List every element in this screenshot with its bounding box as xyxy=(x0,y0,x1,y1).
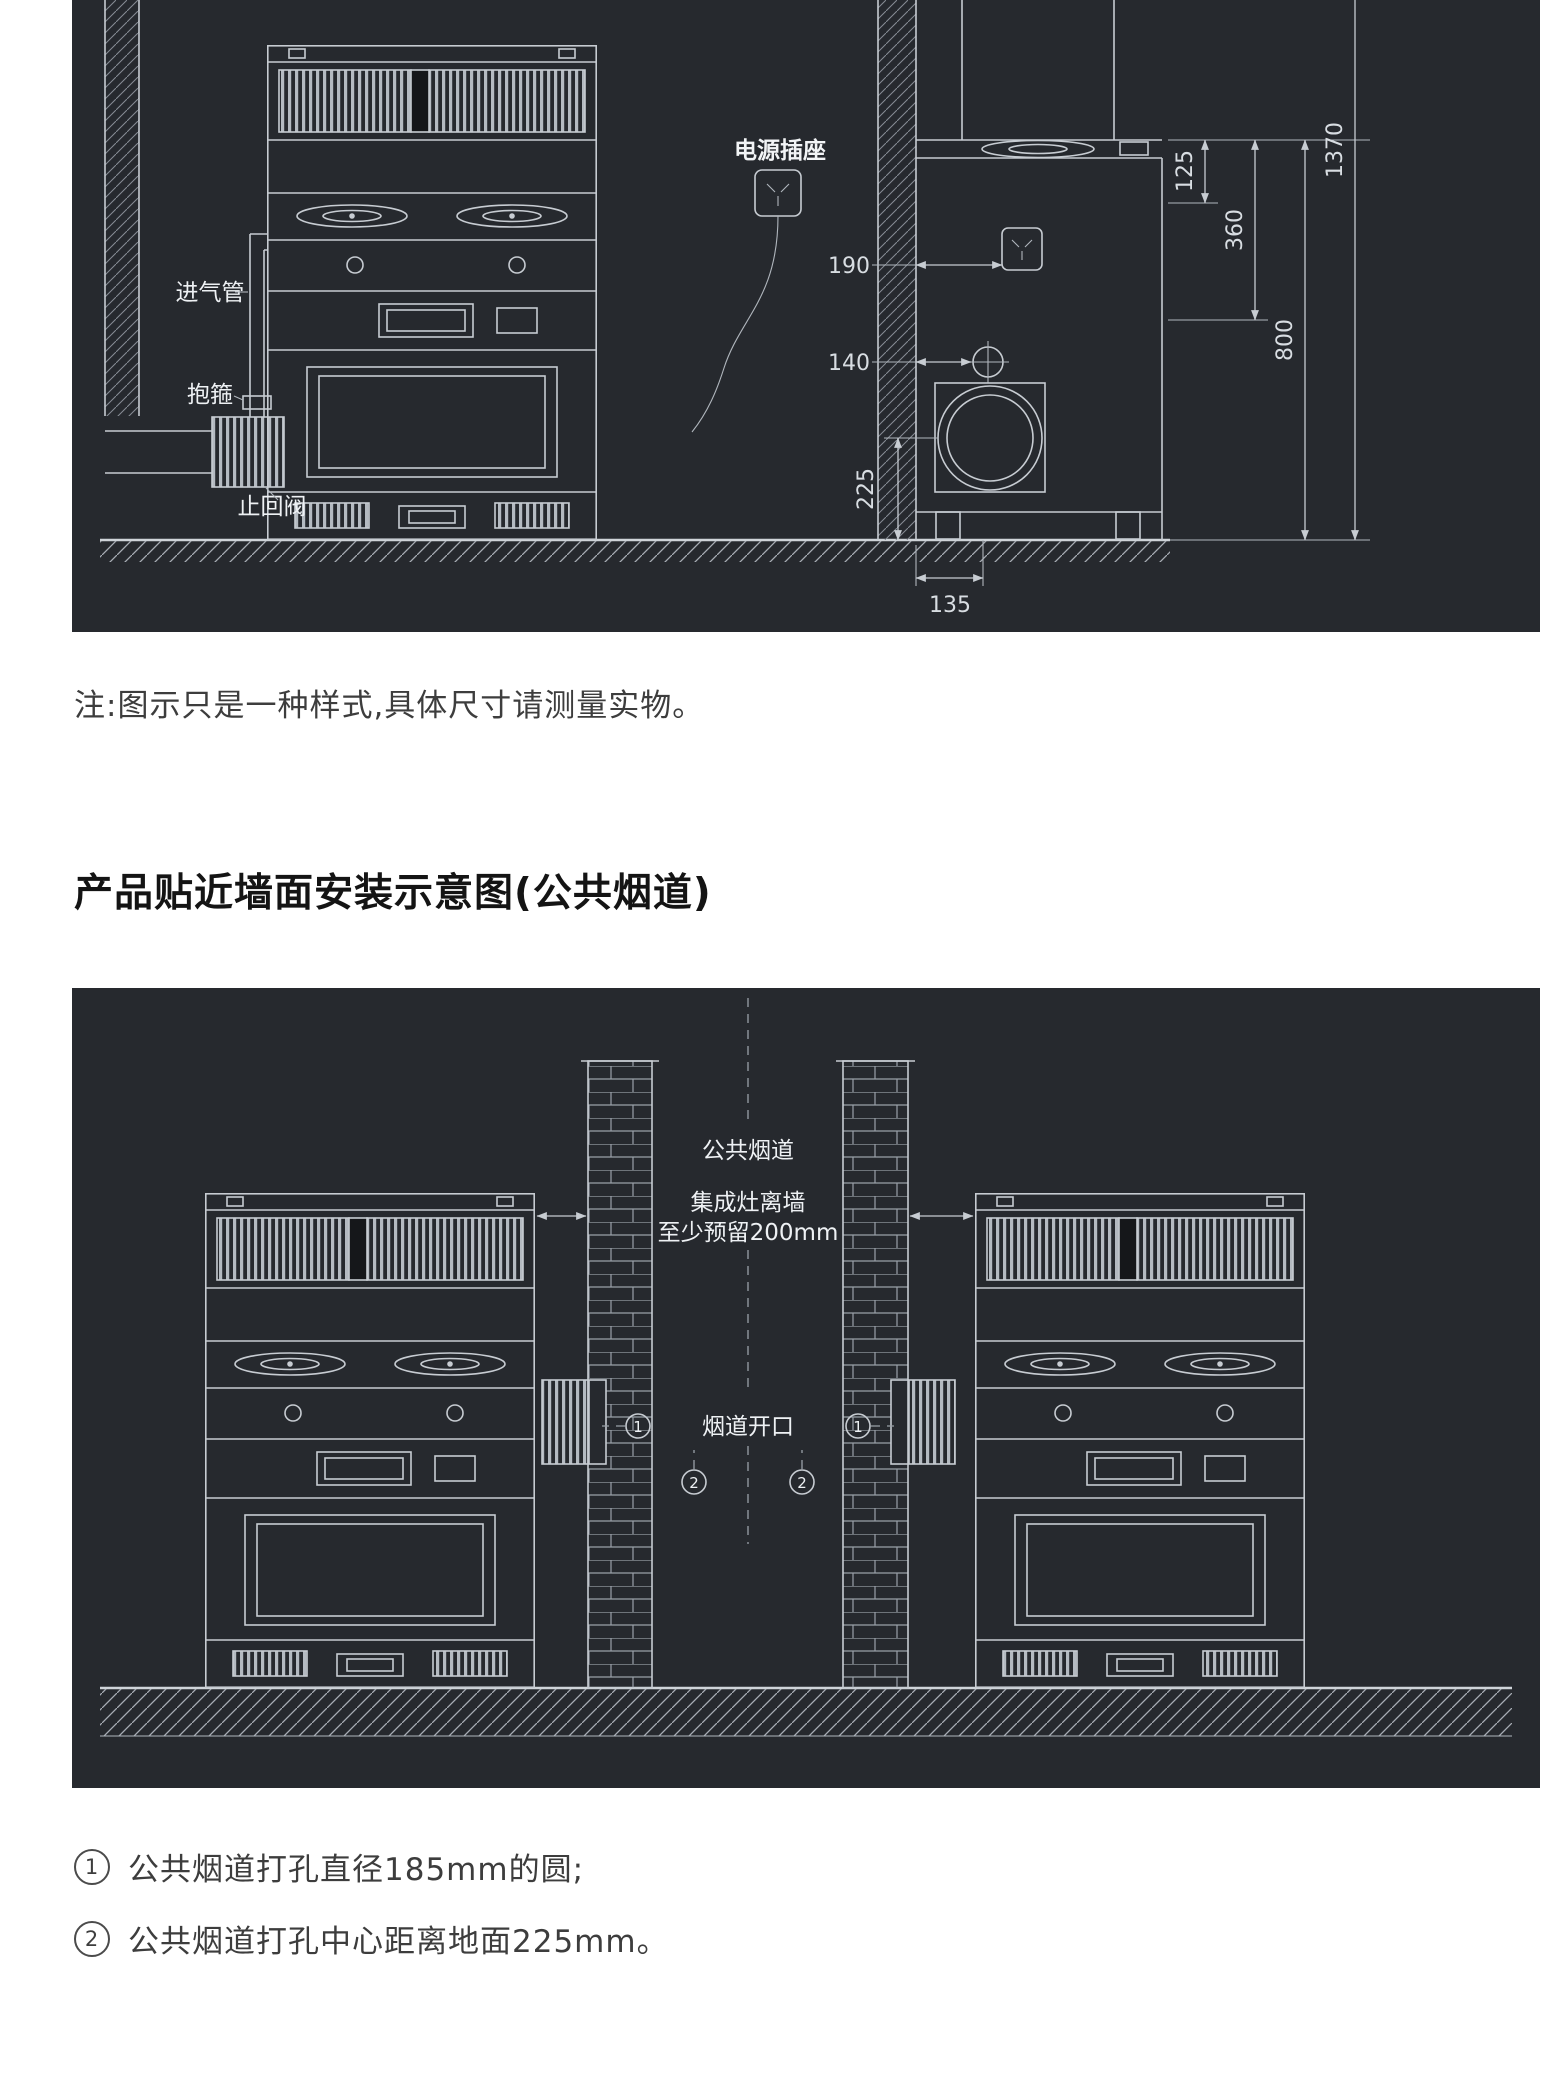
shared-flue-drawing: 公共烟道 集成灶离墙 至少预留200mm 烟道开口 1 1 2 2 xyxy=(100,998,1512,1737)
marker-2-left-number: 2 xyxy=(689,1474,699,1492)
note-text: 注:图示只是一种样式,具体尺寸请测量实物。 xyxy=(74,688,705,724)
ground xyxy=(100,1686,1512,1737)
dimensions: 190 140 225 135 125 360 xyxy=(828,0,1370,618)
footnote-1-text: 公共烟道打孔直径185mm的圆; xyxy=(128,1852,585,1888)
dim-total-height: 1370 xyxy=(1323,122,1348,178)
dim-wall-to-socket: 190 xyxy=(828,254,870,279)
socket-side-view xyxy=(1001,227,1043,271)
shared-flue-label: 公共烟道 xyxy=(702,1138,794,1164)
intake-pipe xyxy=(242,233,272,417)
marker-1-left-number: 1 xyxy=(633,1418,643,1436)
dim-wall-to-gas-inlet: 140 xyxy=(828,351,870,376)
flue-column-right xyxy=(836,1060,915,1689)
dim-counter-to-inlet: 360 xyxy=(1223,209,1248,251)
dim-base-offset: 135 xyxy=(929,593,971,618)
ground xyxy=(100,538,1170,562)
dim-counter-to-socket: 125 xyxy=(1173,150,1198,192)
shared-flue-panel: 公共烟道 集成灶离墙 至少预留200mm 烟道开口 1 1 2 2 xyxy=(72,988,1540,1788)
flue-column-left xyxy=(581,1060,659,1689)
plug-icon xyxy=(766,183,790,206)
clamp-leader xyxy=(233,395,244,401)
check-valve-label: 止回阀 xyxy=(238,494,307,520)
left-stove xyxy=(204,1193,536,1688)
clearance-label-line2: 至少预留200mm xyxy=(658,1220,839,1246)
power-socket xyxy=(691,169,802,433)
install-dimension-drawing: 进气管 抱箍 止回阀 电源插座 190 140 225 13 xyxy=(100,0,1370,618)
dim-counter-height: 800 xyxy=(1273,319,1298,361)
marker-1-right-number: 1 xyxy=(853,1418,863,1436)
flue-opening-label: 烟道开口 xyxy=(702,1414,794,1440)
side-wall xyxy=(877,0,917,540)
pipe-clamp xyxy=(242,395,272,410)
marker-1-right: 1 xyxy=(845,1413,894,1439)
check-valve-leader xyxy=(265,487,279,501)
footnote-1: 1 公共烟道打孔直径185mm的圆; xyxy=(74,1844,584,1889)
right-stove xyxy=(974,1193,1306,1688)
flue-outlet xyxy=(934,382,1046,493)
power-socket-label: 电源插座 xyxy=(734,137,826,164)
check-valve-duct xyxy=(105,416,285,488)
marker-1-left: 1 xyxy=(602,1413,651,1439)
section-heading: 产品贴近墙面安装示意图(公共烟道) xyxy=(74,871,712,916)
intake-pipe-label: 进气管 xyxy=(176,280,245,306)
clearance-label-line1: 集成灶离墙 xyxy=(691,1190,806,1216)
marker-2-left: 2 xyxy=(681,1450,707,1495)
flue-opening-left xyxy=(541,1379,607,1465)
front-view-stove xyxy=(266,44,598,540)
install-dimension-panel: 进气管 抱箍 止回阀 电源插座 190 140 225 13 xyxy=(72,0,1540,632)
power-cable xyxy=(691,215,779,433)
footnote-2-marker: 2 xyxy=(74,1920,110,1957)
marker-2-right: 2 xyxy=(789,1450,815,1495)
footnote-2-text: 公共烟道打孔中心距离地面225mm。 xyxy=(128,1924,669,1960)
footnote-2: 2 公共烟道打孔中心距离地面225mm。 xyxy=(74,1916,669,1961)
flue-opening-right xyxy=(890,1379,956,1465)
gas-inlet xyxy=(967,341,1009,383)
plug-icon xyxy=(1011,239,1033,260)
clamp-label: 抱箍 xyxy=(187,382,233,408)
side-view-stove xyxy=(916,0,1163,540)
footnote-1-marker: 1 xyxy=(74,1848,110,1885)
left-wall xyxy=(104,0,140,416)
marker-2-right-number: 2 xyxy=(797,1474,807,1492)
dim-flue-center-height: 225 xyxy=(854,468,879,510)
